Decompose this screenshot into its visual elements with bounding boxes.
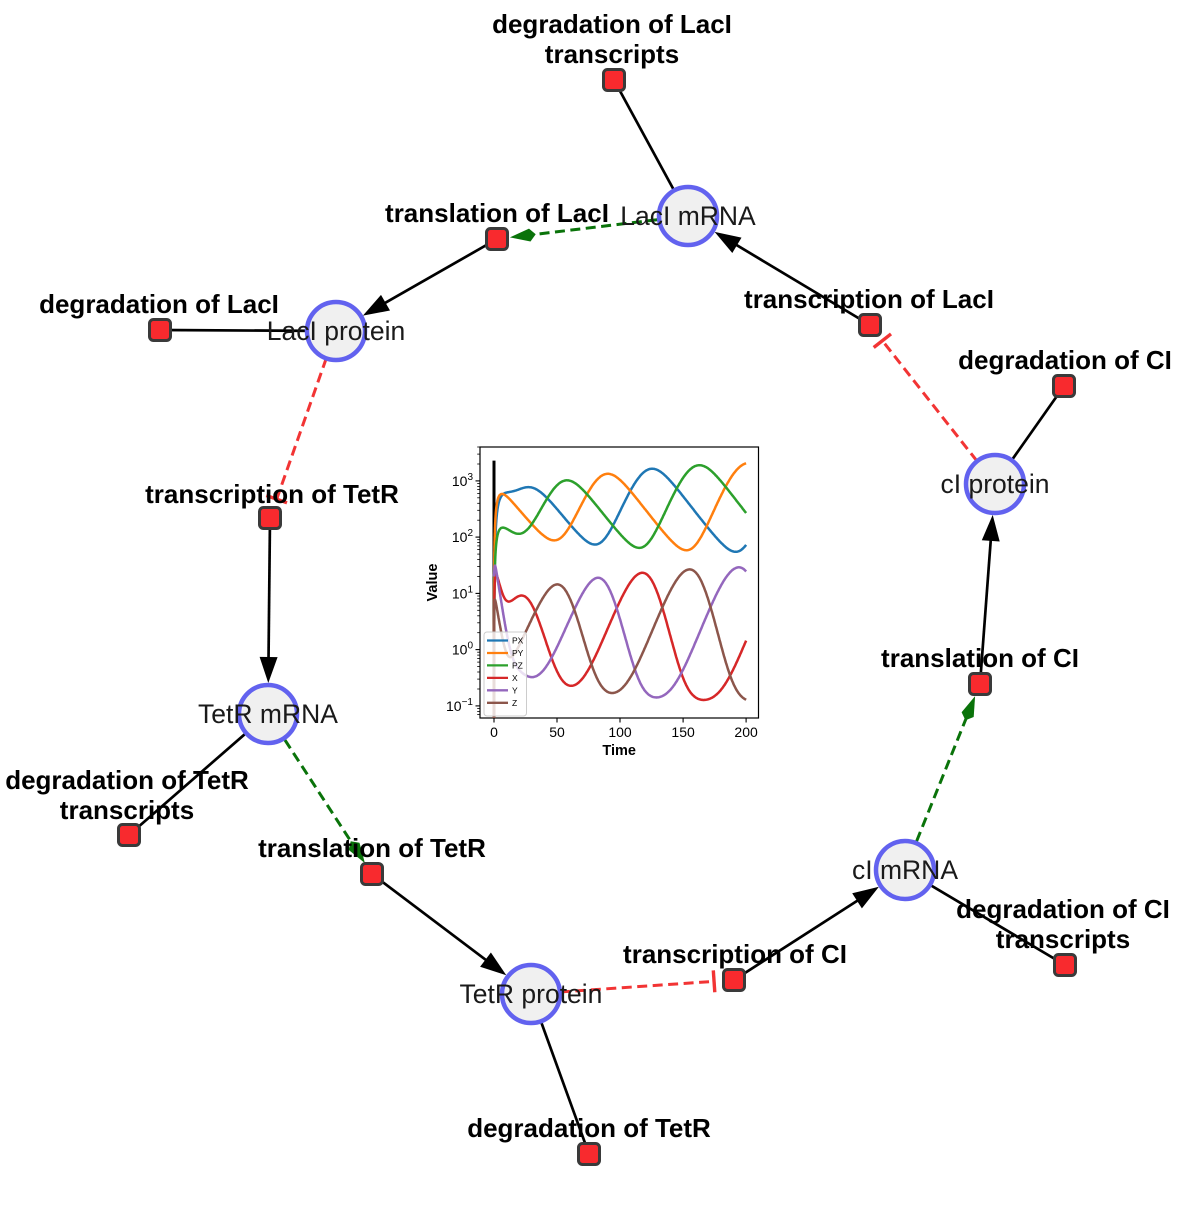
- svg-text:PX: PX: [512, 636, 524, 646]
- svg-text:Y: Y: [512, 686, 518, 696]
- svg-text:degradation of TetR: degradation of TetR: [467, 1113, 711, 1143]
- svg-text:Time: Time: [602, 743, 636, 759]
- svg-text:100: 100: [608, 724, 632, 740]
- svg-text:degradation of TetR: degradation of TetR: [5, 765, 249, 795]
- svg-text:TetR mRNA: TetR mRNA: [198, 699, 338, 729]
- svg-text:cI protein: cI protein: [940, 469, 1049, 499]
- svg-text:PY: PY: [512, 648, 524, 658]
- svg-text:transcription of TetR: transcription of TetR: [145, 479, 399, 509]
- svg-text:transcription of CI: transcription of CI: [623, 939, 847, 969]
- svg-text:translation of LacI: translation of LacI: [385, 198, 609, 228]
- svg-text:PZ: PZ: [512, 661, 523, 671]
- svg-text:translation of TetR: translation of TetR: [258, 833, 486, 863]
- svg-text:cI mRNA: cI mRNA: [852, 855, 958, 885]
- svg-text:0: 0: [490, 724, 498, 740]
- svg-text:LacI protein: LacI protein: [267, 316, 405, 346]
- svg-text:150: 150: [671, 724, 695, 740]
- svg-text:200: 200: [734, 724, 758, 740]
- svg-text:transcripts: transcripts: [996, 924, 1130, 954]
- svg-text:transcription of LacI: transcription of LacI: [744, 284, 994, 314]
- svg-text:translation of CI: translation of CI: [881, 643, 1079, 673]
- svg-text:X: X: [512, 673, 518, 683]
- svg-text:Z: Z: [512, 698, 517, 708]
- svg-text:transcripts: transcripts: [545, 39, 679, 69]
- svg-text:degradation of CI: degradation of CI: [958, 345, 1172, 375]
- svg-text:degradation of CI: degradation of CI: [956, 894, 1170, 924]
- svg-text:degradation of LacI: degradation of LacI: [492, 9, 732, 39]
- svg-text:degradation of LacI: degradation of LacI: [39, 289, 279, 319]
- svg-text:TetR protein: TetR protein: [460, 979, 603, 1009]
- svg-text:LacI mRNA: LacI mRNA: [620, 201, 756, 231]
- svg-text:50: 50: [549, 724, 565, 740]
- svg-text:Value: Value: [425, 564, 441, 602]
- svg-text:transcripts: transcripts: [60, 795, 194, 825]
